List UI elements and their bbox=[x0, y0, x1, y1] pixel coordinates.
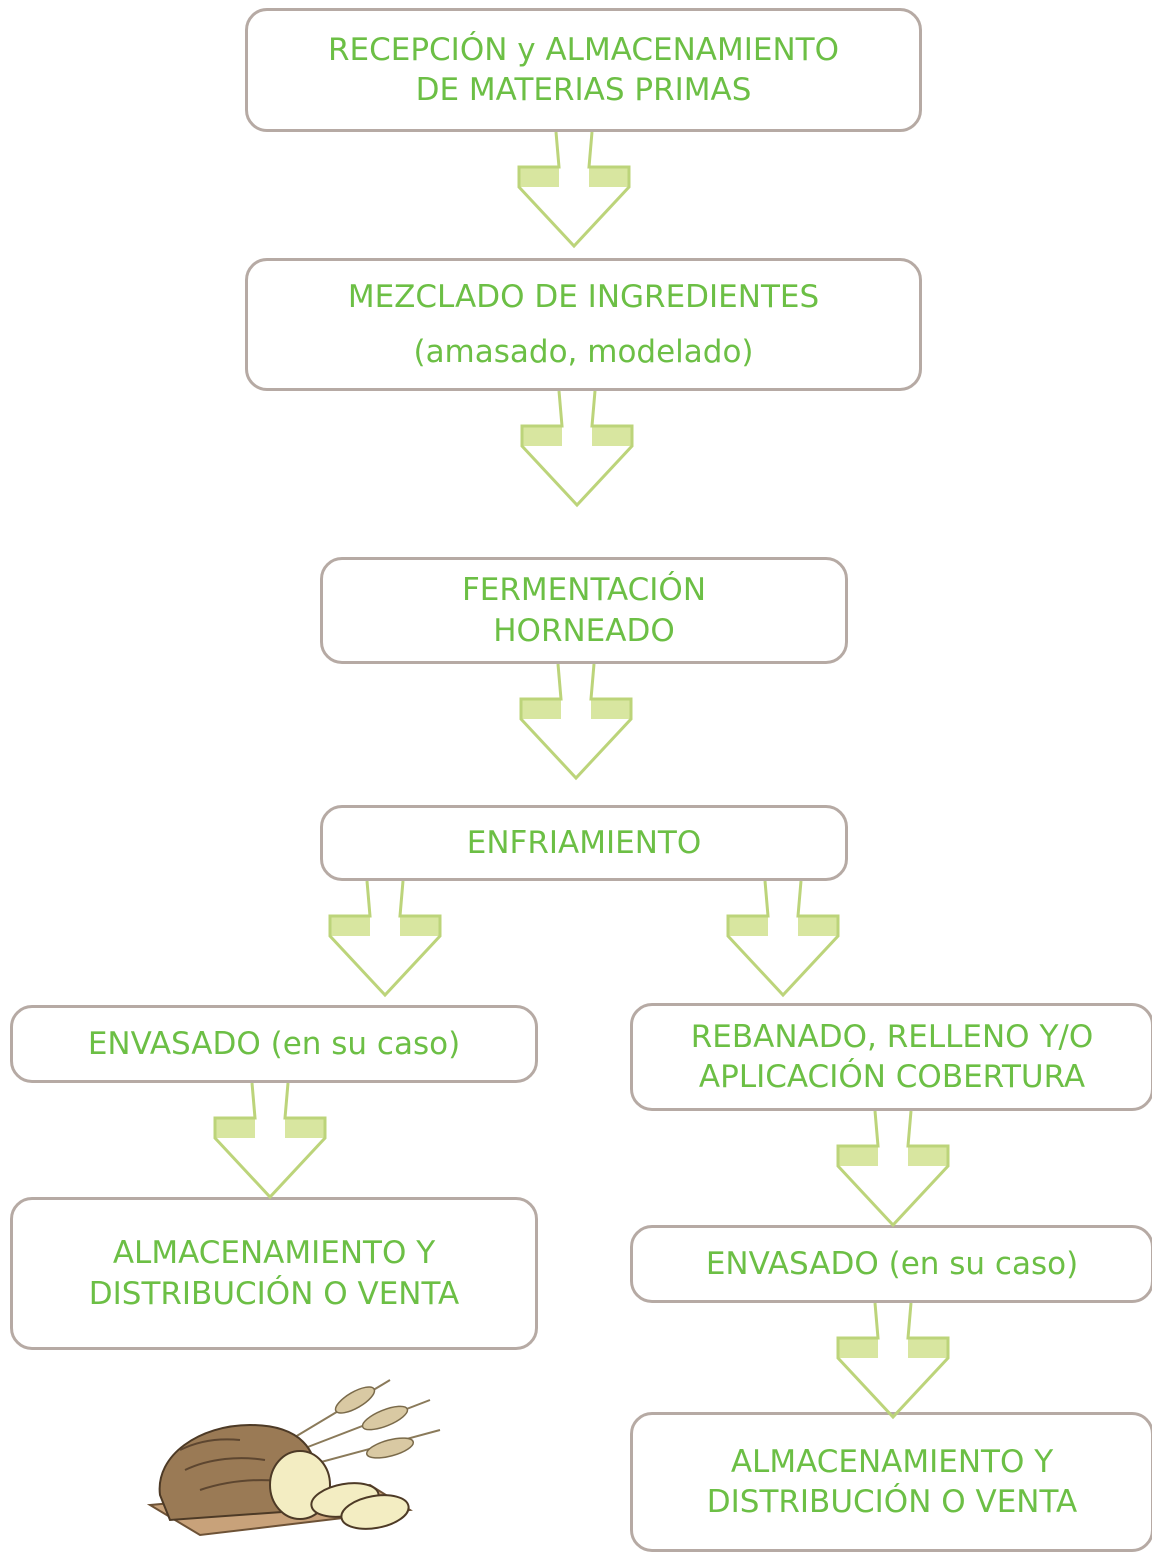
step-enfriamiento-line-1: ENFRIAMIENTO bbox=[466, 824, 702, 861]
step-envasado-left: ENVASADO (en su caso) bbox=[10, 1005, 538, 1083]
step-envasado-right: ENVASADO (en su caso) bbox=[630, 1225, 1152, 1303]
step-enfriamiento: ENFRIAMIENTO bbox=[320, 805, 848, 881]
step-rebanado-line-1: REBANADO, RELLENO Y/O bbox=[690, 1018, 1094, 1055]
arrow-5-icon bbox=[726, 879, 840, 997]
step-mezclado-line-2: (amasado, modelado) bbox=[413, 333, 754, 370]
step-mezclado-line-1: MEZCLADO DE INGREDIENTES bbox=[347, 279, 820, 316]
step-recepcion: RECEPCIÓN y ALMACENAMIENTO DE MATERIAS P… bbox=[245, 8, 922, 132]
step-fermentacion-line-1: FERMENTACIÓN bbox=[461, 572, 707, 609]
arrow-8-icon bbox=[836, 1301, 950, 1419]
step-almacenamiento-right-line-1: ALMACENAMIENTO Y bbox=[730, 1443, 1054, 1480]
arrow-2-icon bbox=[520, 389, 634, 507]
step-envasado-left-line-1: ENVASADO (en su caso) bbox=[87, 1025, 461, 1062]
step-almacenamiento-left-line-2: DISTRIBUCIÓN O VENTA bbox=[88, 1275, 460, 1312]
arrow-6-icon bbox=[213, 1081, 327, 1199]
step-mezclado: MEZCLADO DE INGREDIENTES (amasado, model… bbox=[245, 258, 922, 391]
step-almacenamiento-left-line-1: ALMACENAMIENTO Y bbox=[112, 1235, 436, 1272]
step-almacenamiento-right-line-2: DISTRIBUCIÓN O VENTA bbox=[706, 1484, 1078, 1520]
arrow-1-icon bbox=[517, 130, 631, 248]
bread-loaf-with-wheat-icon bbox=[146, 1379, 441, 1537]
step-fermentacion-line-2: HORNEADO bbox=[493, 612, 675, 649]
arrow-4-icon bbox=[328, 879, 442, 997]
step-recepcion-line-2: DE MATERIAS PRIMAS bbox=[415, 72, 752, 108]
step-rebanado-line-2: APLICACIÓN COBERTURA bbox=[698, 1059, 1086, 1095]
step-envasado-right-line-1: ENVASADO (en su caso) bbox=[705, 1245, 1079, 1282]
arrow-7-icon bbox=[836, 1109, 950, 1227]
arrow-3-icon bbox=[519, 662, 633, 780]
step-fermentacion: FERMENTACIÓN HORNEADO bbox=[320, 557, 848, 664]
step-rebanado: REBANADO, RELLENO Y/O APLICACIÓN COBERTU… bbox=[630, 1003, 1152, 1111]
step-recepcion-line-1: RECEPCIÓN y ALMACENAMIENTO bbox=[327, 31, 839, 68]
step-almacenamiento-left: ALMACENAMIENTO Y DISTRIBUCIÓN O VENTA bbox=[10, 1197, 538, 1350]
